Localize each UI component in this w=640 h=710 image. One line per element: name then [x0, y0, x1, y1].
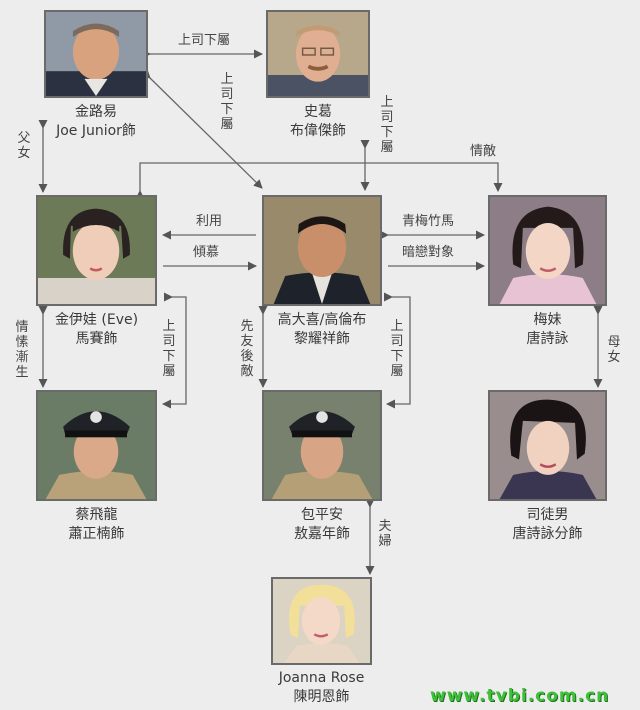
- caption-choi: 蔡飛龍 蕭正楠飾: [36, 506, 157, 544]
- name-eve: 金伊娃 (Eve): [54, 312, 139, 328]
- caption-kim: 金路易 Joe Junior飾: [44, 103, 148, 141]
- photo-situ-nam: [488, 390, 607, 501]
- name-bao: 包平安: [301, 507, 343, 523]
- actor-choi: 蕭正楠飾: [68, 526, 125, 542]
- line-eve-choi-boss: [162, 292, 187, 409]
- actor-situ: 唐詩詠分飾: [512, 526, 583, 542]
- label-kim-eve: 父女: [17, 131, 31, 161]
- label-ko-bao-friend: 先友後敵: [240, 319, 254, 379]
- caption-si: 史葛 布偉傑飾: [266, 103, 370, 141]
- photo-kim-lou-yi: [44, 10, 148, 98]
- name-kim: 金路易: [75, 104, 117, 120]
- actor-eve: 馬賽飾: [75, 331, 118, 347]
- label-mui-situ: 母女: [607, 335, 621, 365]
- label-rival: 情敵: [470, 144, 497, 159]
- actor-kim: Joe Junior飾: [56, 123, 136, 139]
- label-bao-joanna: 夫婦: [378, 519, 392, 549]
- label-admire: 傾慕: [193, 245, 220, 260]
- photo-choi-fei-lung: [36, 390, 157, 501]
- name-mui: 梅妹: [533, 312, 562, 328]
- caption-eve: 金伊娃 (Eve) 馬賽飾: [36, 311, 157, 349]
- line-ko-bao-boss: [384, 292, 411, 409]
- label-eve-choi-boss: 上司下屬: [162, 319, 176, 379]
- label-eve-choi-love: 情愫漸生: [15, 320, 29, 380]
- line-kim-ko: [141, 69, 263, 189]
- actor-bao: 敖嘉年飾: [294, 526, 350, 542]
- label-ko-bao-boss: 上司下屬: [390, 319, 404, 379]
- name-joanna: Joanna Rose: [278, 670, 365, 686]
- photo-mui-mui: [488, 195, 607, 306]
- watermark: www.tvbi.com.cn: [430, 686, 610, 706]
- line-rival: [135, 162, 503, 199]
- actor-mui: 唐詩詠: [526, 331, 569, 347]
- photo-eve: [36, 195, 157, 306]
- caption-ko: 高大喜/高倫布 黎耀祥飾: [258, 311, 386, 349]
- name-situ: 司徒男: [526, 507, 569, 523]
- photo-bao-ping-on: [262, 390, 382, 501]
- caption-situ: 司徒男 唐詩詠分飾: [478, 506, 617, 544]
- name-choi: 蔡飛龍: [75, 507, 118, 523]
- label-si-ko: 上司下屬: [380, 95, 394, 155]
- caption-mui: 梅妹 唐詩詠: [488, 311, 607, 349]
- actor-si: 布偉傑飾: [290, 123, 346, 139]
- name-ko: 高大喜/高倫布: [277, 312, 367, 328]
- label-kim-si: 上司下屬: [178, 33, 231, 48]
- caption-joanna: Joanna Rose 陳明恩飾: [261, 669, 382, 707]
- label-childhood: 青梅竹馬: [402, 214, 455, 229]
- label-use: 利用: [196, 214, 223, 229]
- photo-joanna-rose: [271, 577, 372, 665]
- label-crush: 暗戀對象: [402, 245, 455, 260]
- name-si: 史葛: [304, 104, 332, 120]
- photo-ko-tai-hei: [262, 195, 382, 306]
- caption-bao: 包平安 敖嘉年飾: [262, 506, 382, 544]
- label-kim-ko: 上司下屬: [220, 72, 234, 132]
- actor-joanna: 陳明恩飾: [293, 689, 350, 705]
- actor-ko: 黎耀祥飾: [294, 331, 350, 347]
- photo-si-kot: [266, 10, 370, 98]
